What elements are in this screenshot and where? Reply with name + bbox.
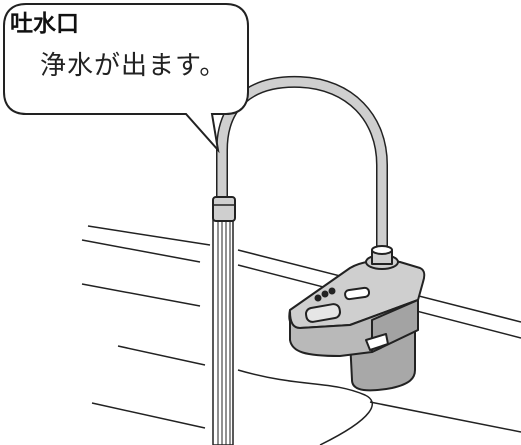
counter-back-edge [81, 239, 201, 263]
water-stream [212, 217, 234, 445]
callout-title: 吐水口 [10, 11, 79, 37]
counter-top-edge [87, 225, 211, 246]
counter-inner-line [81, 283, 201, 307]
callout-body: 浄水が出ます。 [40, 51, 227, 81]
sink-basin-rim [237, 369, 374, 445]
gooseneck-hose [216, 75, 388, 264]
filter-unit [288, 245, 426, 392]
sink-basin-lower [91, 402, 206, 429]
sink-basin-edge [117, 345, 206, 366]
sink-right-lower [369, 401, 521, 433]
callout-bubble [3, 3, 249, 154]
spout-nozzle [212, 196, 236, 222]
